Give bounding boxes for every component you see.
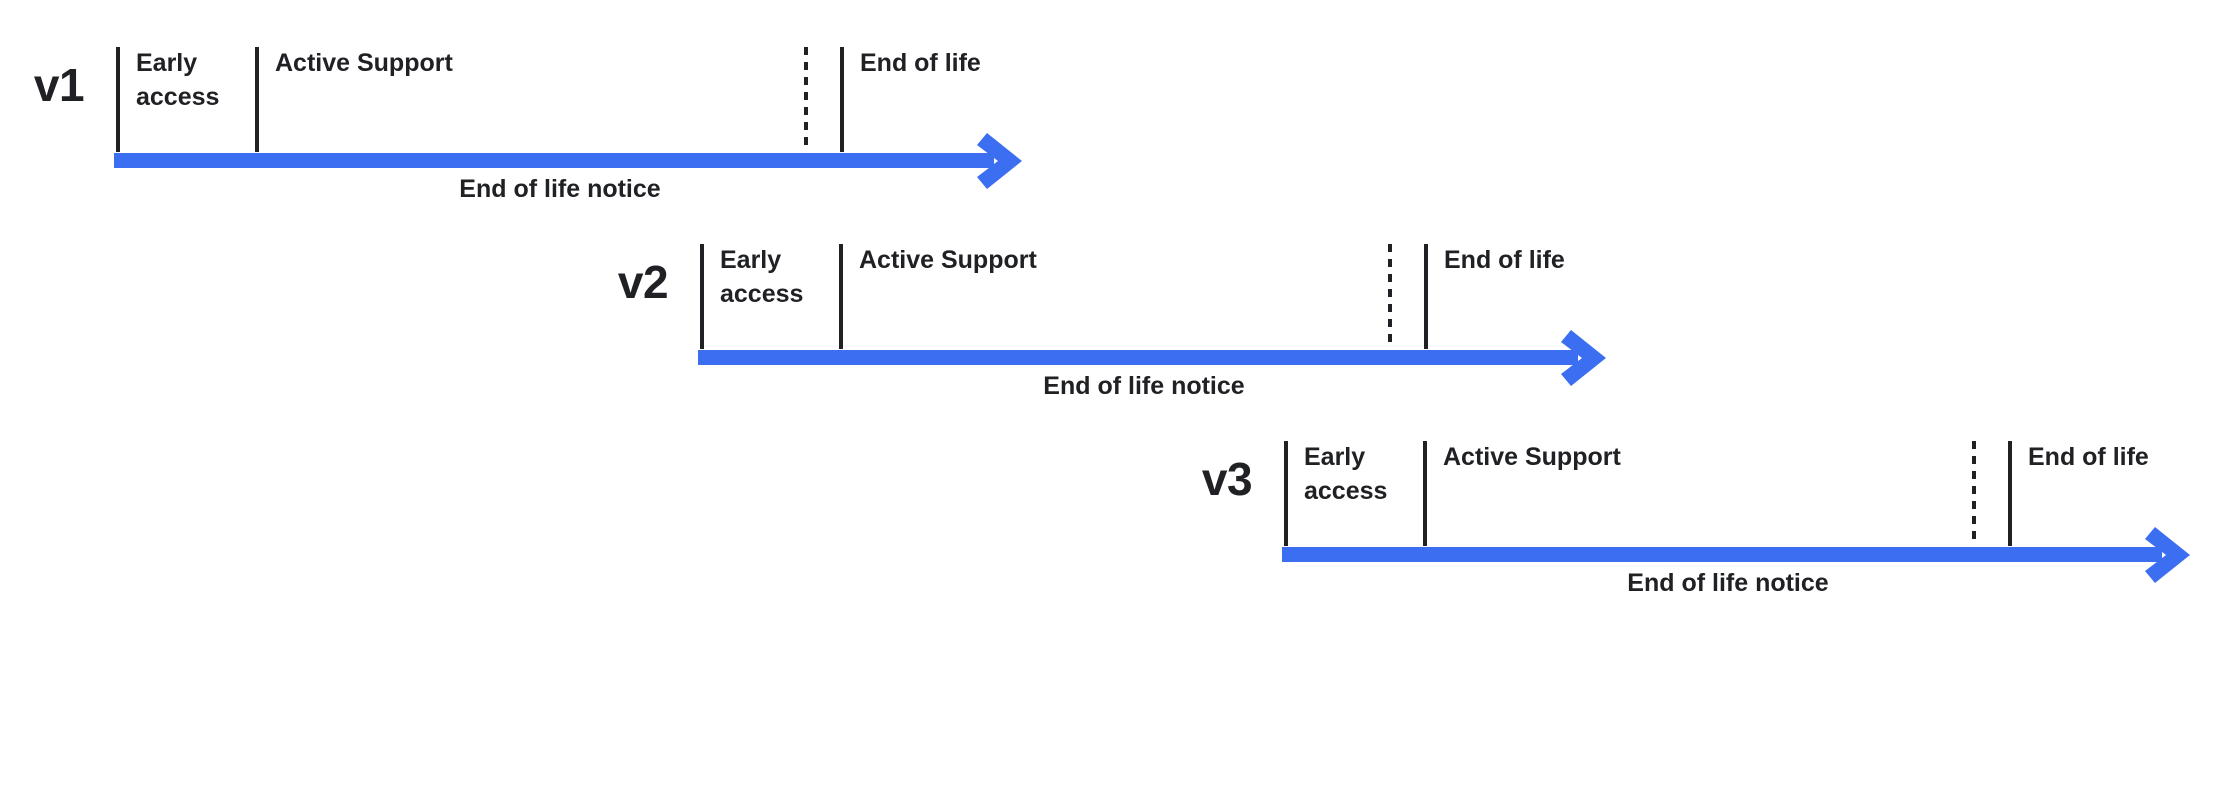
phase-label-early-access-v3: Early access bbox=[1304, 443, 1388, 505]
lifecycle-bar-v3 bbox=[1282, 547, 2162, 562]
phase-label-end-of-life-v3: End of life bbox=[2028, 443, 2149, 471]
version-label-v1: v1 bbox=[33, 59, 85, 111]
lifecycle-bar-v2 bbox=[698, 350, 1578, 365]
timeline-row-v2: v2 Early access Active Support End of li… bbox=[600, 219, 1660, 449]
phase-label-active-support-v2: Active Support bbox=[859, 246, 1037, 274]
tick-end-of-life-v2 bbox=[1424, 244, 1428, 349]
arrow-right-icon-v2 bbox=[1559, 328, 1619, 388]
phase-label-early-access-v2: Early access bbox=[720, 246, 804, 308]
tick-active-support-start-v3 bbox=[1423, 441, 1427, 546]
tick-active-support-start-v1 bbox=[255, 47, 259, 152]
timeline-row-v1: v1 Early access Active Support End of li… bbox=[16, 22, 1076, 252]
phase-label-end-of-life-v1: End of life bbox=[860, 49, 981, 77]
arrow-right-icon-v3 bbox=[2143, 525, 2203, 585]
version-label-v2: v2 bbox=[617, 256, 669, 308]
phase-label-active-support-v3: Active Support bbox=[1443, 443, 1621, 471]
phase-label-early-access-v1: Early access bbox=[136, 49, 220, 111]
timeline-row-v3: v3 Early access Active Support End of li… bbox=[1184, 416, 2228, 646]
version-label-v3: v3 bbox=[1201, 453, 1253, 505]
phase-label-active-support-v1: Active Support bbox=[275, 49, 453, 77]
tick-start-v1 bbox=[116, 47, 120, 152]
lifecycle-bar-v1 bbox=[114, 153, 994, 168]
tick-start-v3 bbox=[1284, 441, 1288, 546]
notice-label-v1: End of life notice bbox=[459, 175, 661, 203]
tick-active-support-start-v2 bbox=[839, 244, 843, 349]
notice-label-v3: End of life notice bbox=[1627, 569, 1829, 597]
tick-end-of-life-v3 bbox=[2008, 441, 2012, 546]
notice-label-v2: End of life notice bbox=[1043, 372, 1245, 400]
tick-end-of-life-notice-v1 bbox=[804, 47, 808, 152]
arrow-right-icon-v1 bbox=[975, 131, 1035, 191]
tick-end-of-life-notice-v3 bbox=[1972, 441, 1976, 546]
phase-label-end-of-life-v2: End of life bbox=[1444, 246, 1565, 274]
tick-end-of-life-notice-v2 bbox=[1388, 244, 1392, 349]
tick-end-of-life-v1 bbox=[840, 47, 844, 152]
tick-start-v2 bbox=[700, 244, 704, 349]
